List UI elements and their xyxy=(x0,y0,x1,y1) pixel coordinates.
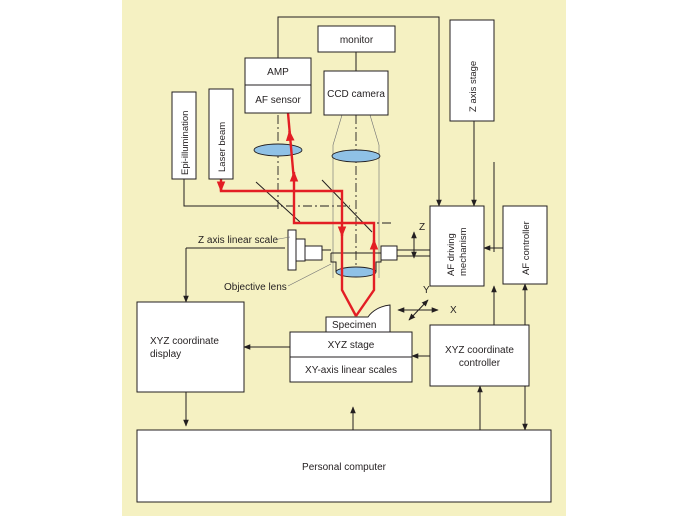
z-axis-linear-scale-label: Z axis linear scale xyxy=(198,235,278,246)
af-sensor-label: AF sensor xyxy=(255,95,301,106)
specimen-label: Specimen xyxy=(332,320,376,331)
x-axis-indicator-label: X xyxy=(450,305,457,316)
xyz-coordinate-display-label-1: XYZ coordinate xyxy=(150,336,219,347)
xyz-coordinate-controller-label-2: controller xyxy=(459,358,501,369)
amp-label: AMP xyxy=(267,67,289,78)
personal-computer-label: Personal computer xyxy=(302,462,387,473)
xyz-coordinate-display-label-2: display xyxy=(150,349,181,360)
fold-mirror-1 xyxy=(255,181,301,223)
z-axis-stage-label: Z axis stage xyxy=(468,61,479,112)
af-driving-mechanism-box xyxy=(429,205,485,287)
optics xyxy=(184,114,398,278)
xyz-coordinate-controller-box xyxy=(429,324,530,387)
xy-axis-indicator: X Y xyxy=(397,285,457,321)
ccd-camera-label: CCD camera xyxy=(327,89,385,100)
xyz-coordinate-display-box xyxy=(136,301,245,393)
laser-beam-label: Laser beam xyxy=(217,122,228,172)
af-sensor-box xyxy=(244,84,312,114)
objective-mount-left xyxy=(304,245,323,261)
monitor-label: monitor xyxy=(340,35,374,46)
xy-axis-linear-scales-box xyxy=(289,356,413,383)
objective-mount-right xyxy=(380,245,398,261)
xyz-stage-box xyxy=(289,331,413,358)
ccd-camera-lens xyxy=(331,149,381,163)
specimen: Specimen xyxy=(325,304,391,333)
laser-beam-path xyxy=(216,112,379,317)
epi-illumination-label: Epi-illumination xyxy=(180,111,191,175)
monitor-box xyxy=(317,25,396,53)
z-axis-linear-scale xyxy=(287,229,306,271)
z-axis-indicator: Z xyxy=(411,222,425,259)
xy-axis-linear-scales-label: XY-axis linear scales xyxy=(305,365,397,376)
z-axis-stage-box xyxy=(449,19,495,122)
y-axis-indicator-label: Y xyxy=(423,285,430,296)
xyz-coordinate-controller-label-1: XYZ coordinate xyxy=(445,345,514,356)
laser-beam-box xyxy=(208,88,234,180)
ccd-camera-box xyxy=(323,70,389,116)
af-controller-label: AF controller xyxy=(521,221,532,275)
af-sensor-lens xyxy=(253,143,303,157)
af-driving-mechanism-label-1: AF driving xyxy=(446,233,457,276)
af-controller-box xyxy=(502,205,548,285)
z-axis-indicator-label: Z xyxy=(419,222,425,233)
epi-illumination-box xyxy=(171,91,197,180)
af-driving-mechanism-label-2: mechanism xyxy=(458,227,469,276)
xyz-stage-label: XYZ stage xyxy=(328,340,375,351)
amp-box xyxy=(244,57,312,86)
objective-body xyxy=(330,252,382,272)
personal-computer-box xyxy=(136,429,552,503)
objective-lens-label: Objective lens xyxy=(224,282,287,293)
